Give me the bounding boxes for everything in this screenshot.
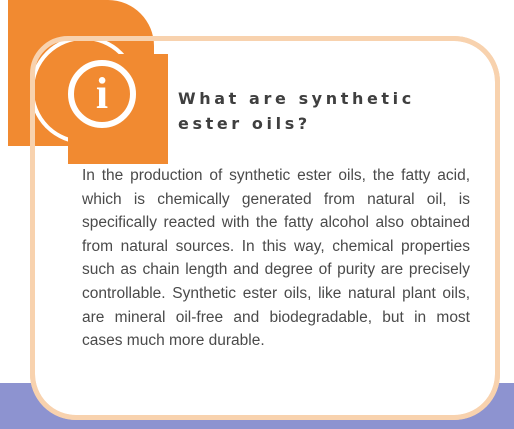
info-icon — [68, 60, 136, 128]
info-icon-letter: i — [95, 69, 109, 118]
info-body-text: In the production of synthetic ester oil… — [82, 167, 470, 350]
info-badge: i — [8, 0, 168, 164]
info-title: What are synthetic ester oils? — [178, 89, 415, 133]
